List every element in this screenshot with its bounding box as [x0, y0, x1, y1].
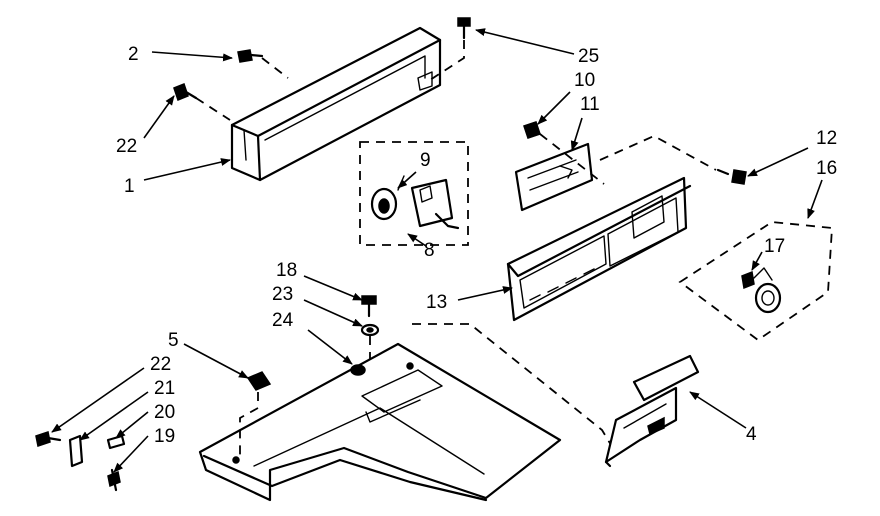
assembly-line-10 — [539, 133, 605, 185]
screw-22-lower — [35, 431, 62, 447]
switch-assembly-box — [359, 141, 469, 246]
callout-19: 19 — [154, 426, 175, 447]
callout-18: 18 — [276, 260, 297, 281]
bracket-11 — [514, 142, 594, 212]
washer-23 — [360, 323, 380, 337]
callout-5: 5 — [168, 330, 179, 351]
screw-2 — [237, 49, 264, 63]
callout-24: 24 — [272, 310, 294, 331]
mounting-bracket-4 — [604, 354, 700, 468]
callout-17: 17 — [764, 236, 785, 257]
callout-16: 16 — [816, 158, 837, 179]
leader-lines — [51, 28, 823, 473]
assembly-line-12 — [599, 134, 717, 171]
callout-22-lower: 22 — [150, 354, 171, 375]
nut-19 — [107, 468, 121, 492]
callout-11: 11 — [580, 94, 600, 115]
assembly-line-2 — [261, 57, 289, 79]
assembly-line-22 — [195, 97, 231, 121]
assembly-line-5 — [239, 392, 259, 460]
rear-top-panel-part — [230, 26, 442, 182]
callout-9: 9 — [420, 150, 431, 171]
screw-18 — [361, 295, 377, 318]
callout-12: 12 — [816, 128, 837, 149]
callout-23: 23 — [272, 284, 293, 305]
callout-4: 4 — [746, 424, 757, 445]
callout-labels: 2 22 1 25 10 11 12 16 17 9 8 13 18 23 24… — [116, 44, 837, 447]
callout-20: 20 — [154, 402, 175, 423]
callout-22-upper: 22 — [116, 136, 137, 157]
callout-25: 25 — [578, 46, 599, 67]
callout-21: 21 — [154, 378, 175, 399]
nut-10 — [523, 121, 541, 139]
callout-13: 13 — [426, 292, 447, 313]
clip-5 — [246, 371, 272, 391]
screw-12 — [716, 168, 747, 185]
callout-10: 10 — [574, 70, 595, 91]
screw-25 — [457, 17, 471, 40]
callout-1: 1 — [124, 176, 135, 197]
plate-21 — [68, 434, 84, 468]
assembly-line-25 — [429, 40, 465, 81]
console-panel-13 — [506, 176, 692, 322]
base-tray-24 — [198, 342, 562, 502]
timer-knob-group — [678, 221, 833, 342]
callout-8: 8 — [424, 240, 435, 261]
screw-22-upper — [173, 83, 198, 101]
callout-2: 2 — [128, 44, 139, 65]
